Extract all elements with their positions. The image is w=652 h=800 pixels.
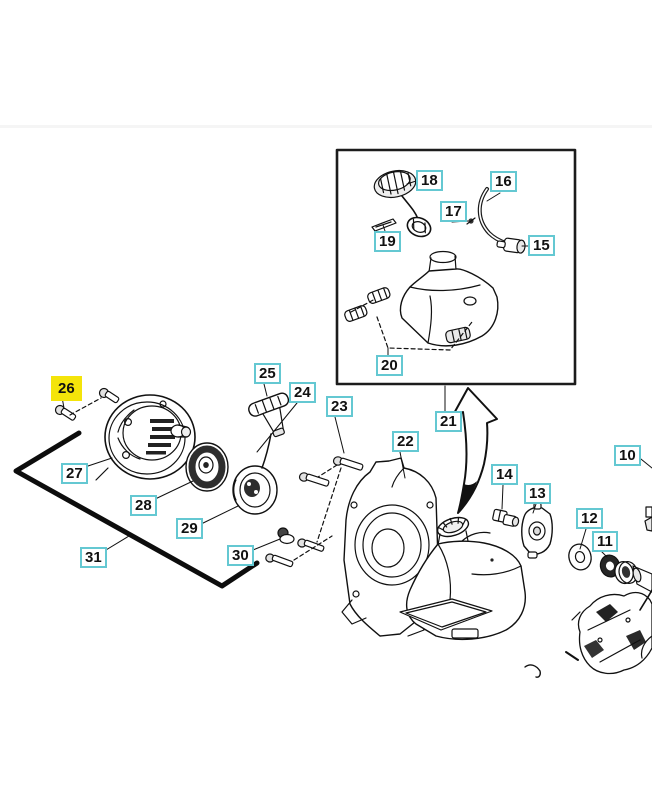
part-callout-18[interactable]: 18 [416, 170, 443, 191]
part-callout-21[interactable]: 21 [435, 411, 462, 432]
part-callout-26[interactable]: 26 [51, 376, 82, 401]
fuel-cap-sketch [373, 169, 432, 238]
part-callout-31[interactable]: 31 [80, 547, 107, 568]
part-callout-29[interactable]: 29 [176, 518, 203, 539]
part-callout-15[interactable]: 15 [528, 235, 555, 256]
part-callout-28[interactable]: 28 [130, 495, 157, 516]
inset-detail-box [335, 148, 577, 386]
fuel-tank-detail-sketch [344, 250, 499, 351]
part-callout-22[interactable]: 22 [392, 431, 419, 452]
leader-lines [61, 180, 652, 558]
fuel-filter-sketch [496, 237, 526, 254]
part-callout-24[interactable]: 24 [289, 382, 316, 403]
part-callout-20[interactable]: 20 [376, 355, 403, 376]
elbow-fitting-sketch [492, 508, 520, 527]
bearing-crankshaft-sketch [614, 560, 652, 593]
recoil-spring-sketch [185, 442, 229, 492]
part-callout-12[interactable]: 12 [576, 508, 603, 529]
tank-screws-sketch [265, 527, 333, 568]
part-callout-30[interactable]: 30 [227, 545, 254, 566]
part-callout-13[interactable]: 13 [524, 483, 551, 504]
up-arrow-icon [451, 387, 498, 514]
starter-handle-sketch [248, 392, 290, 438]
part-callout-23[interactable]: 23 [326, 396, 353, 417]
throttle-cable-sketch [13, 430, 260, 589]
part-callout-14[interactable]: 14 [491, 464, 518, 485]
part-callout-10[interactable]: 10 [614, 445, 641, 466]
part-callout-25[interactable]: 25 [254, 363, 281, 384]
starter-pulley-sketch [232, 433, 278, 515]
part-callout-19[interactable]: 19 [374, 231, 401, 252]
grommet-sketch [466, 217, 476, 225]
partial-crankcase-assembly-sketch [524, 589, 652, 678]
faint-divider [0, 125, 652, 128]
washer-sketch [568, 543, 592, 571]
starter-bolts-sketch [54, 387, 120, 421]
part-callout-17[interactable]: 17 [440, 201, 467, 222]
edge-part-fragment [644, 506, 652, 532]
housing-screws-sketch [298, 456, 364, 543]
part-callout-27[interactable]: 27 [61, 463, 88, 484]
part-callout-11[interactable]: 11 [592, 531, 618, 552]
part-callout-16[interactable]: 16 [490, 171, 517, 192]
gasket-sketch [371, 218, 397, 232]
fuel-tank-sketch [399, 516, 527, 641]
starter-housing-sketch [95, 394, 196, 481]
